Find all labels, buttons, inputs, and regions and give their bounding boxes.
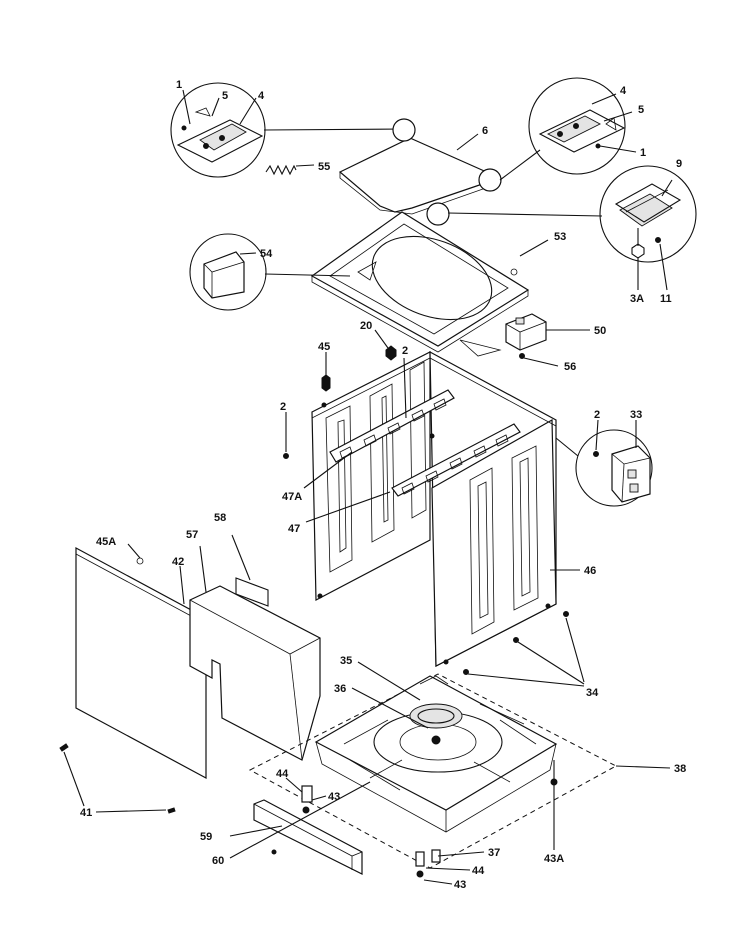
label-42: 42 <box>172 556 184 568</box>
lid-hinge-bracket-detail <box>447 165 697 291</box>
label-36: 36 <box>334 683 346 695</box>
label-34: 34 <box>586 687 599 699</box>
screw-20 <box>374 329 397 361</box>
label-53: 53 <box>554 231 566 243</box>
callout-labels: 1 5 4 6 55 4 5 1 9 53 54 3A 11 20 50 45 … <box>80 79 686 891</box>
dispenser-detail <box>189 233 351 311</box>
label-60: 60 <box>212 855 224 867</box>
label-1-right: 1 <box>640 147 646 159</box>
label-57: 57 <box>186 529 198 541</box>
top-panel <box>310 211 549 357</box>
front-panel <box>75 543 207 780</box>
label-44-bottom: 44 <box>472 865 485 877</box>
label-47: 47 <box>288 523 300 535</box>
cross-brace-lower <box>391 423 521 497</box>
cabinet-screws <box>283 352 599 523</box>
lid-panel <box>338 118 541 226</box>
leveling-legs <box>285 760 558 885</box>
front-panel-screws <box>59 743 176 814</box>
switch-part <box>505 313 590 367</box>
hinge-detail-left <box>170 82 406 178</box>
label-44-left: 44 <box>276 768 289 780</box>
label-4-left: 4 <box>258 90 265 102</box>
label-3a: 3A <box>630 293 644 305</box>
label-2-top: 2 <box>402 345 408 357</box>
front-insulation-panel <box>189 534 321 761</box>
label-4-right: 4 <box>620 85 627 97</box>
label-2-left: 2 <box>280 401 286 413</box>
base-screws <box>463 611 585 687</box>
label-5-left: 5 <box>222 90 228 102</box>
label-6: 6 <box>482 125 488 137</box>
label-47a: 47A <box>282 491 302 503</box>
label-45: 45 <box>318 341 330 353</box>
label-50: 50 <box>594 325 606 337</box>
label-43-bottom: 43 <box>454 879 466 891</box>
label-56: 56 <box>564 361 576 373</box>
label-43a: 43A <box>544 853 564 865</box>
label-9: 9 <box>676 158 682 170</box>
label-35: 35 <box>340 655 352 667</box>
label-2-right: 2 <box>594 409 600 421</box>
label-37: 37 <box>488 847 500 859</box>
kick-plate <box>229 781 371 875</box>
label-55: 55 <box>318 161 330 173</box>
base-frame <box>248 673 618 869</box>
label-38: 38 <box>674 763 686 775</box>
label-54: 54 <box>260 248 273 260</box>
label-20: 20 <box>360 320 372 332</box>
spring-part <box>265 164 315 176</box>
label-11: 11 <box>660 293 672 305</box>
base-leaders <box>351 569 671 769</box>
label-46: 46 <box>584 565 596 577</box>
label-5-right: 5 <box>638 104 644 116</box>
label-58: 58 <box>214 512 226 524</box>
cabinet <box>311 350 557 667</box>
cross-brace-upper <box>329 389 455 463</box>
label-33: 33 <box>630 409 642 421</box>
label-59: 59 <box>200 831 212 843</box>
hinge-detail-right <box>528 77 637 175</box>
label-45a: 45A <box>96 536 116 548</box>
label-1-left: 1 <box>176 79 182 91</box>
label-43-left: 43 <box>328 791 340 803</box>
label-41: 41 <box>80 807 92 819</box>
console-bracket-detail <box>555 420 653 507</box>
